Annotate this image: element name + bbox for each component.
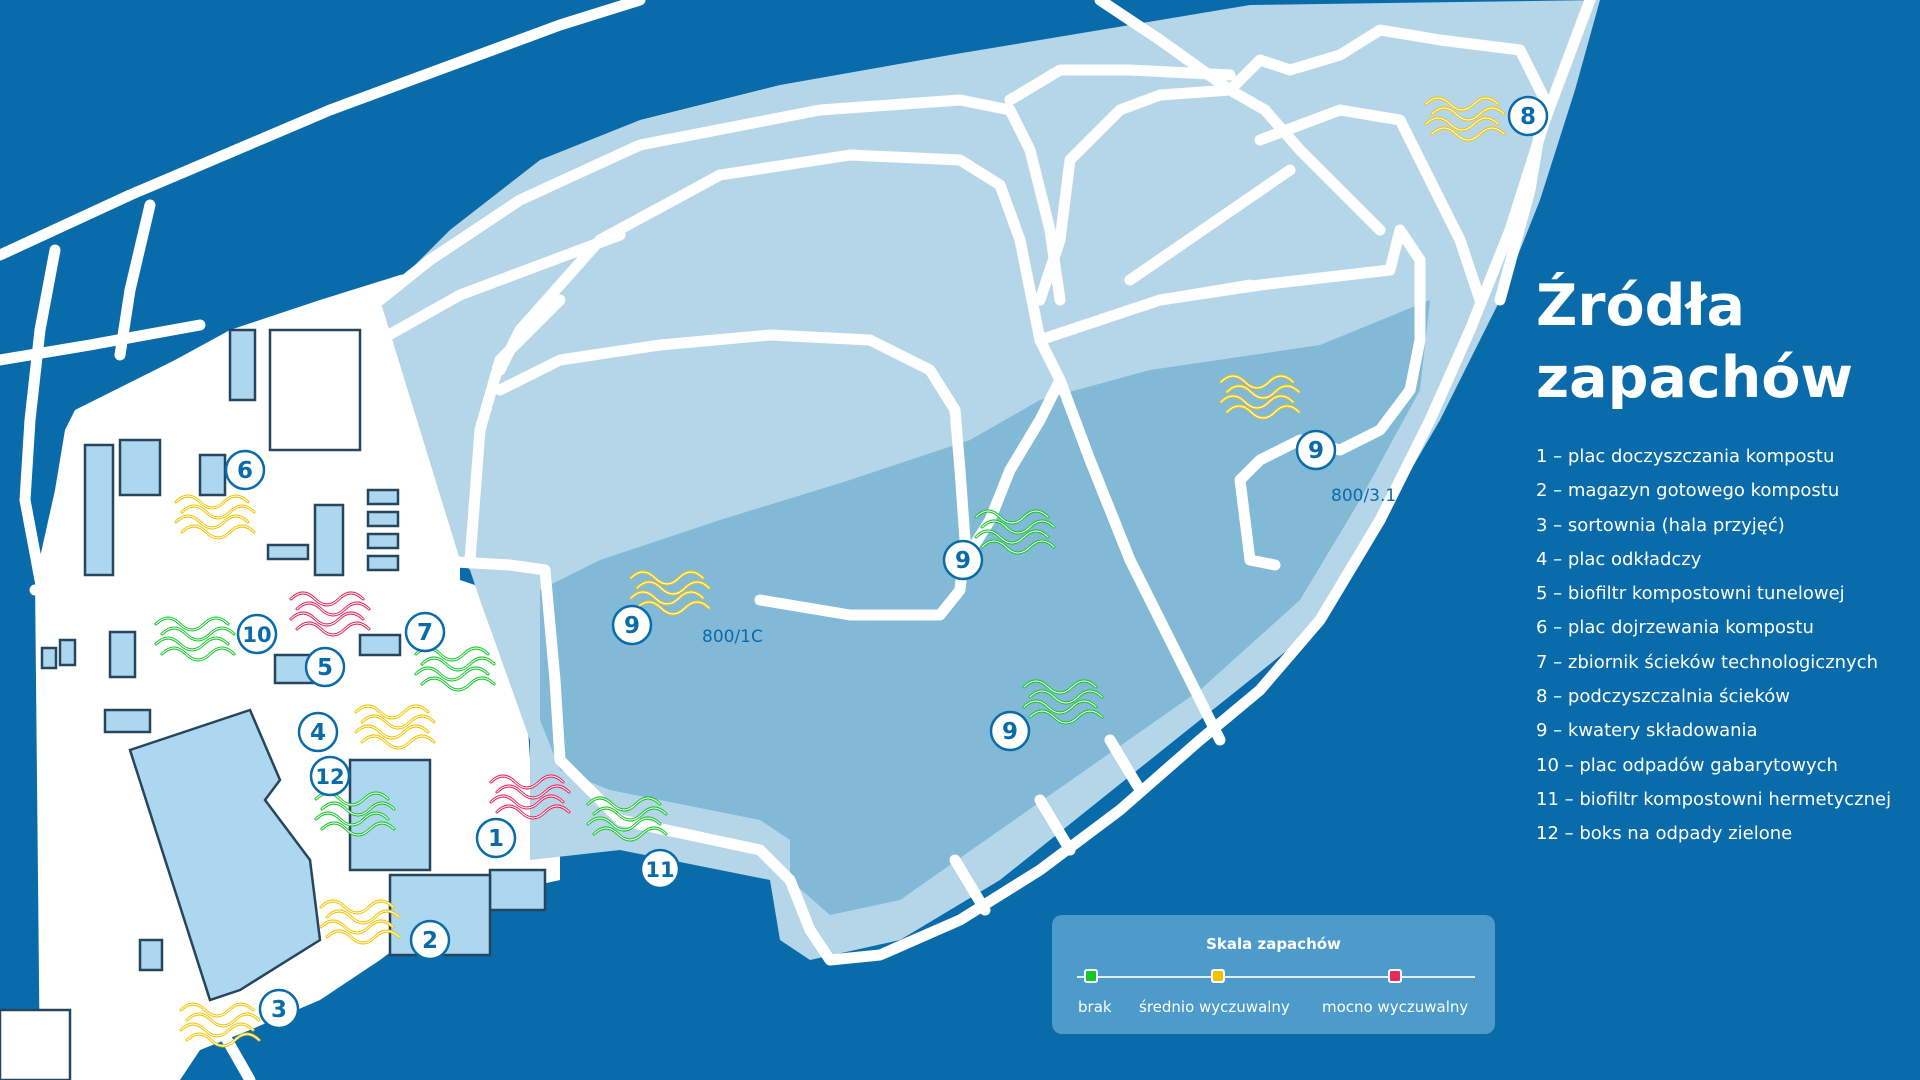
legend-item: 2 – magazyn gotowego kompostu [1536, 480, 1840, 502]
marker-number: 5 [317, 655, 333, 681]
source-marker-10[interactable]: 10 [236, 613, 278, 655]
title-line-1: Źródła [1536, 273, 1746, 339]
legend-item: 3 – sortownia (hala przyjęć) [1536, 514, 1785, 536]
source-marker-9[interactable]: 9 [611, 604, 653, 646]
scale-label-srednio: średnio wyczuwalny [1139, 998, 1290, 1016]
source-legend: 1 – plac doczyszczania kompostu 2 – maga… [1536, 440, 1891, 852]
legend-item: 10 – plac odpadów gabarytowych [1536, 754, 1838, 776]
scale-dot-mocno [1388, 969, 1402, 983]
source-marker-12[interactable]: 12 [309, 755, 351, 797]
scale-label-brak: brak [1078, 998, 1112, 1016]
smell-wave-icon [974, 509, 1056, 555]
page-title: Źródła zapachów [1536, 270, 1853, 414]
smell-wave-icon [289, 591, 371, 637]
marker-number: 2 [422, 928, 438, 954]
smell-wave-icon [174, 494, 256, 540]
smell-wave-icon [586, 796, 668, 842]
scale-dot-brak [1084, 969, 1098, 983]
cell-label-800-3-1: 800/3.1 [1331, 486, 1396, 506]
smell-scale: Skala zapachów brak średnio wyczuwalny m… [1052, 915, 1495, 1034]
marker-number: 7 [417, 620, 433, 646]
legend-item: 1 – plac doczyszczania kompostu [1536, 446, 1835, 467]
smell-wave-icon [629, 570, 711, 616]
source-marker-6[interactable]: 6 [224, 449, 266, 491]
scale-title: Skala zapachów [1206, 935, 1341, 953]
legend-item: 7 – zbiornik ścieków technologicznych [1536, 651, 1879, 673]
marker-number: 6 [237, 458, 253, 484]
scale-dot-srednio [1211, 969, 1225, 983]
legend-item: 5 – biofiltr kompostowni tunelowej [1536, 583, 1845, 605]
buildings [0, 328, 547, 1080]
legend-item: 9 – kwatery składowania [1536, 720, 1758, 742]
legend-item: 4 – plac odkładczy [1536, 548, 1702, 570]
marker-number: 3 [271, 997, 287, 1023]
marker-number: 10 [242, 623, 271, 647]
marker-number: 9 [955, 548, 971, 574]
smell-wave-icon [1219, 374, 1301, 420]
scale-label-mocno: mocno wyczuwalny [1322, 998, 1469, 1016]
source-marker-7[interactable]: 7 [404, 611, 446, 653]
marker-number: 8 [1520, 104, 1536, 130]
landfill-cell-west [540, 300, 1430, 915]
title-line-2: zapachów [1536, 345, 1854, 411]
marker-number: 9 [1002, 719, 1018, 745]
smell-wave-icon [154, 616, 236, 662]
smell-wave-icon [489, 774, 571, 820]
scale-line [1077, 976, 1475, 978]
legend-item: 12 – boks na odpady zielone [1536, 823, 1793, 845]
smell-icons [154, 96, 1506, 1048]
legend-item: 6 – plac dojrzewania kompostu [1536, 617, 1814, 639]
smell-wave-icon [354, 704, 436, 750]
source-marker-9[interactable]: 9 [1295, 429, 1337, 471]
marker-number: 12 [315, 765, 344, 789]
smell-wave-icon [179, 1002, 261, 1048]
legend-item: 11 – biofiltr kompostowni hermetycznej [1536, 788, 1892, 810]
source-marker-9[interactable]: 9 [989, 710, 1031, 752]
smell-wave-icon [319, 899, 401, 945]
source-marker-8[interactable]: 8 [1507, 95, 1549, 137]
marker-number: 4 [310, 720, 326, 746]
marker-number: 1 [488, 826, 504, 852]
source-marker-3[interactable]: 3 [258, 988, 300, 1030]
source-marker-5[interactable]: 5 [304, 646, 346, 688]
source-marker-1[interactable]: 1 [475, 817, 517, 859]
marker-number: 11 [645, 858, 674, 882]
marker-number: 9 [1308, 438, 1324, 464]
legend-item: 8 – podczyszczalnia ścieków [1536, 686, 1790, 708]
source-marker-9[interactable]: 9 [942, 539, 984, 581]
cell-label-800-1c: 800/1C [702, 627, 763, 647]
source-marker-4[interactable]: 4 [297, 711, 339, 753]
smell-wave-icon [1022, 679, 1104, 725]
smell-wave-icon [1424, 96, 1506, 142]
marker-number: 9 [624, 613, 640, 639]
source-marker-11[interactable]: 11 [639, 848, 681, 890]
source-marker-2[interactable]: 2 [409, 919, 451, 961]
